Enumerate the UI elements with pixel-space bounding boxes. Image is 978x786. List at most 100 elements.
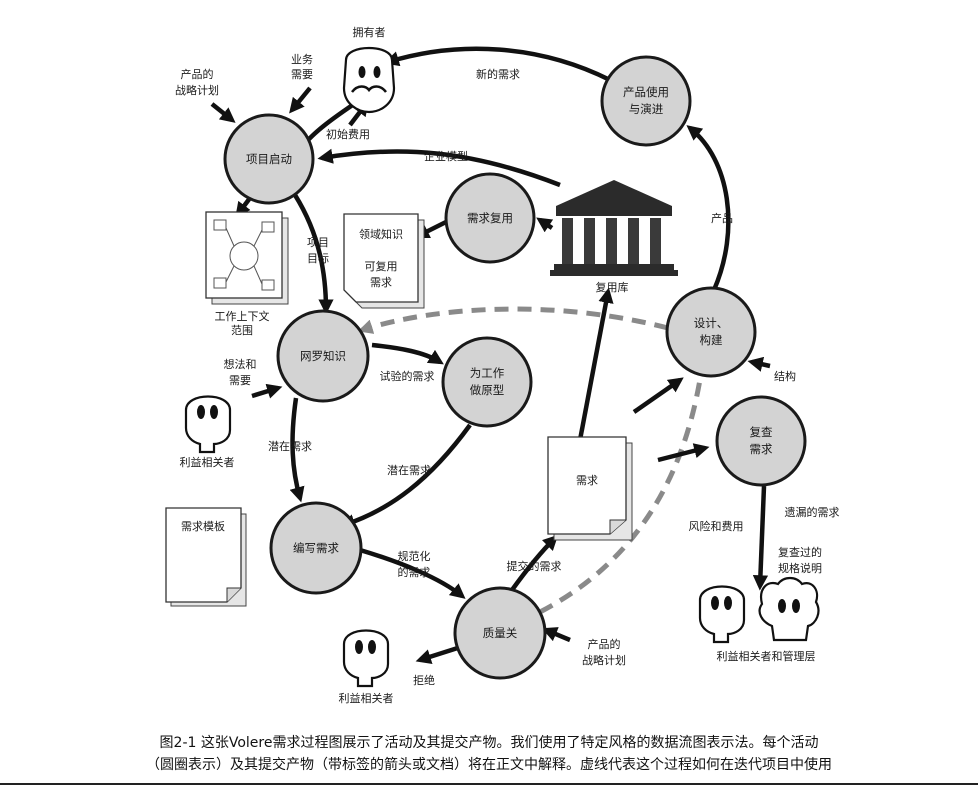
- volere-process-diagram: 项目启动 产品使用 与演进 需求复用 网罗知识 为工作 做原型 设计、 构建 复…: [165, 25, 840, 705]
- arrow-strategic-plan-bottom: [541, 627, 571, 643]
- process-nodes: 项目启动 产品使用 与演进 需求复用 网罗知识 为工作 做原型 设计、 构建 复…: [223, 55, 807, 680]
- node-prototype-label-2: 做原型: [470, 383, 505, 397]
- label-business-needs-1: 业务: [291, 53, 313, 66]
- label-work-context-1: 工作上下文: [215, 309, 270, 323]
- label-strategic-plan-top-1: 产品的: [181, 67, 214, 81]
- arrow-req-doc-to-design: [632, 377, 684, 414]
- label-submitted-req: 提交的需求: [507, 559, 562, 573]
- label-project-goal-2: 目标: [307, 251, 329, 265]
- label-formal-req-1: 规范化: [398, 549, 431, 563]
- label-trial-req: 试验的需求: [380, 369, 435, 383]
- arrow-review-to-mgmt: [752, 485, 769, 591]
- label-formal-req-2: 的需求: [398, 565, 431, 579]
- reuse-library: 复用库: [550, 180, 678, 294]
- dashed-design-to-trawl: [357, 306, 669, 334]
- node-quality-gate: 质量关: [453, 586, 547, 680]
- node-req-reuse-label: 需求复用: [467, 211, 513, 225]
- doc-reusable-req-label-1: 可复用: [365, 259, 398, 273]
- arrow-req-doc-to-reuse-lib: [577, 287, 614, 441]
- doc-domain-knowledge-label: 领域知识: [359, 227, 403, 241]
- reuse-library-label: 复用库: [596, 280, 629, 294]
- arrow-design-to-usage: [686, 125, 731, 291]
- arrow-ideas-to-trawl: [251, 383, 283, 399]
- documents: 领域知识 可复用 需求 需求模板 需求: [165, 211, 633, 607]
- label-strategic-plan-bottom-2: 战略计划: [582, 653, 626, 667]
- label-structure: 结构: [774, 369, 796, 383]
- label-potential-req-left: 潜在需求: [268, 439, 312, 453]
- arrow-quality-to-req-doc: [510, 534, 559, 592]
- doc-req-template: 需求模板: [165, 507, 247, 607]
- label-reviewed-spec-2: 规格说明: [778, 561, 822, 575]
- doc-req-template-label: 需求模板: [181, 519, 225, 533]
- caption-line-1: 图2-1 这张Volere需求过程图展示了活动及其提交产物。我们使用了特定风格的…: [159, 735, 819, 751]
- node-review-label-2: 需求: [750, 442, 773, 456]
- stakeholder-face-left-icon: [184, 395, 232, 454]
- doc-requirements: 需求: [547, 436, 633, 541]
- owner-face-icon: [342, 47, 396, 114]
- node-write-req: 编写需求: [269, 501, 363, 595]
- caption-line-2: （圆圈表示）及其提交产物（带标签的箭头或文档）将在正文中解释。虚线代表这个过程如…: [146, 757, 832, 773]
- node-review: 复查 需求: [715, 395, 807, 487]
- arrow-start-to-trawl: [293, 193, 334, 315]
- node-product-usage: 产品使用 与演进: [600, 55, 692, 147]
- label-stakeholders-left: 利益相关者: [180, 455, 235, 469]
- label-stakeholders-mgmt: 利益相关者和管理层: [717, 649, 816, 663]
- node-design-build-label-1: 设计、: [694, 316, 729, 330]
- node-review-label-1: 复查: [750, 425, 773, 439]
- node-product-usage-label-2: 与演进: [629, 102, 664, 116]
- label-product: 产品: [711, 211, 733, 225]
- library-building-icon: [550, 180, 678, 276]
- manager-face-icon: [758, 576, 820, 642]
- node-project-start-label: 项目启动: [246, 152, 292, 166]
- node-write-req-label: 编写需求: [293, 541, 339, 555]
- label-business-needs-2: 需要: [291, 68, 313, 81]
- node-quality-gate-label: 质量关: [483, 626, 518, 640]
- figure-caption: 图2-1 这张Volere需求过程图展示了活动及其提交产物。我们使用了特定风格的…: [0, 732, 978, 776]
- label-ideas-needs-2: 需要: [229, 374, 251, 387]
- node-product-usage-label-1: 产品使用: [623, 85, 669, 99]
- arrow-start-to-context: [235, 196, 252, 218]
- label-initial-cost: 初始费用: [326, 127, 370, 141]
- arrow-prototype-to-write: [339, 423, 472, 529]
- node-design-build: 设计、 构建: [665, 286, 757, 378]
- arrow-req-doc-to-review: [657, 443, 710, 463]
- label-potential-req-mid: 潜在需求: [387, 463, 431, 477]
- node-req-reuse: 需求复用: [444, 172, 536, 264]
- label-stakeholders-bottom: 利益相关者: [339, 691, 394, 705]
- label-strategic-plan-bottom-1: 产品的: [588, 637, 621, 651]
- node-prototype: 为工作 做原型: [441, 336, 533, 428]
- doc-reusable-req-label-2: 需求: [370, 276, 392, 289]
- arrow-structure: [747, 356, 771, 372]
- node-trawl: 网罗知识: [276, 309, 370, 403]
- context-sketch-icon: [213, 219, 275, 291]
- arrow-trawl-to-prototype: [371, 342, 444, 365]
- label-strategic-plan-top-2: 战略计划: [175, 83, 219, 97]
- node-prototype-label-1: 为工作: [470, 366, 505, 380]
- label-new-req: 新的需求: [476, 67, 520, 81]
- flow-arrows: [210, 46, 771, 665]
- arrow-enterprise-model: [317, 148, 561, 188]
- iteration-dashed-lines: [357, 306, 711, 615]
- arrow-write-to-quality: [359, 547, 466, 599]
- arrow-usage-to-owner: [383, 46, 612, 83]
- stakeholder-face-bottom-icon: [342, 629, 390, 688]
- arrow-reuse-lib-to-reuse: [536, 217, 554, 233]
- flow-labels: 业务 需要 产品的 战略计划 初始费用 新的需求 企业模型 产品 工作上下文 范…: [175, 53, 840, 705]
- arrow-business-needs: [289, 86, 312, 114]
- label-rejected: 拒绝: [413, 673, 435, 687]
- label-ideas-needs-1: 想法和: [224, 357, 257, 371]
- arrow-trawl-to-write: [289, 397, 305, 503]
- bottom-divider: [0, 783, 978, 785]
- node-trawl-label: 网罗知识: [300, 349, 346, 363]
- node-design-build-label-2: 构建: [700, 333, 723, 347]
- owner-label: 拥有者: [353, 25, 386, 39]
- stakeholder-face-right-icon: [698, 585, 746, 644]
- label-missing-req: 遗漏的需求: [785, 505, 840, 519]
- doc-domain-knowledge: 领域知识 可复用 需求: [343, 213, 425, 309]
- doc-work-context: [205, 211, 289, 305]
- arrow-strategic-plan-top: [210, 102, 236, 123]
- node-project-start: 项目启动: [223, 113, 315, 205]
- label-reviewed-spec-1: 复查过的: [778, 545, 822, 559]
- people: 拥有者: [184, 25, 820, 688]
- label-project-goal-1: 项目: [307, 236, 329, 249]
